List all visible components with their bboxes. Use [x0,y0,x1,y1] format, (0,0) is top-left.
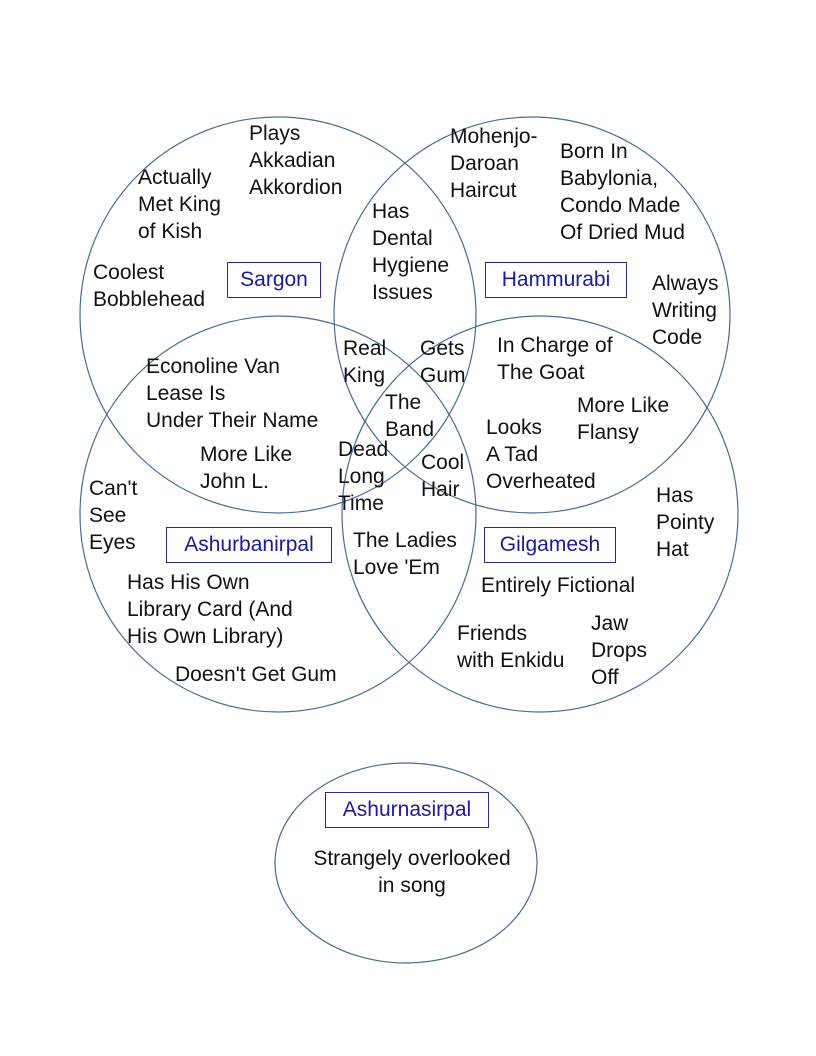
item-econoline: Econoline Van Lease Is Under Their Name [146,355,319,432]
item-met-king-kish: Actually Met King of Kish [138,166,221,243]
item-the-band: The Band [385,391,435,441]
item-born-babylonia: Born In Babylonia, Condo Made Of Dried M… [560,140,685,244]
sargon-label: Sargon [227,262,321,298]
hammurabi-label: Hammurabi [485,262,627,298]
item-dead-long-time: Dead Long Time [338,438,389,515]
item-library-card: Has His Own Library Card (And His Own Li… [127,571,293,648]
item-dental-hygiene: Has Dental Hygiene Issues [372,200,450,304]
item-plays-akkadian: Plays Akkadian Akkordion [249,122,343,199]
sargon-circle [79,116,477,514]
item-charge-goat: In Charge of The Goat [497,334,613,384]
item-cant-see-eyes: Can't See Eyes [89,477,138,554]
ashurnasirpal-ellipse [274,762,538,964]
item-friends-enkidu: Friends with Enkidu [457,622,565,672]
item-jaw-drops: Jaw Drops Off [591,612,648,689]
item-gets-gum: Gets Gum [420,337,466,387]
item-real-king: Real King [343,337,387,387]
gilgamesh-circle [341,315,739,713]
item-mohenjo-daroan: Mohenjo- Daroan Haircut [450,125,538,202]
item-pointy-hat: Has Pointy Hat [656,484,715,561]
hammurabi-circle [333,116,731,514]
ashurnasirpal-label: Ashurnasirpal [325,792,489,828]
item-ladies-love: The Ladies Love 'Em [353,529,457,579]
item-more-like-flansy: More Like Flansy [577,394,670,444]
item-always-writing: Always Writing Code [652,272,719,349]
item-strangely-overlooked: Strangely overlooked in song [313,847,511,897]
item-entirely-fictional: Entirely Fictional [481,574,636,597]
item-more-like-john: More Like John L. [200,443,293,493]
gilgamesh-label: Gilgamesh [484,527,616,563]
item-coolest-bobblehead: Coolest Bobblehead [93,261,206,311]
item-cool-hair: Cool Hair [421,451,465,501]
item-looks-overheated: Looks A Tad Overheated [486,416,596,493]
ashurbanirpal-circle [79,315,477,713]
item-doesnt-get-gum: Doesn't Get Gum [175,663,337,686]
ashurbanirpal-label: Ashurbanirpal [166,527,332,563]
